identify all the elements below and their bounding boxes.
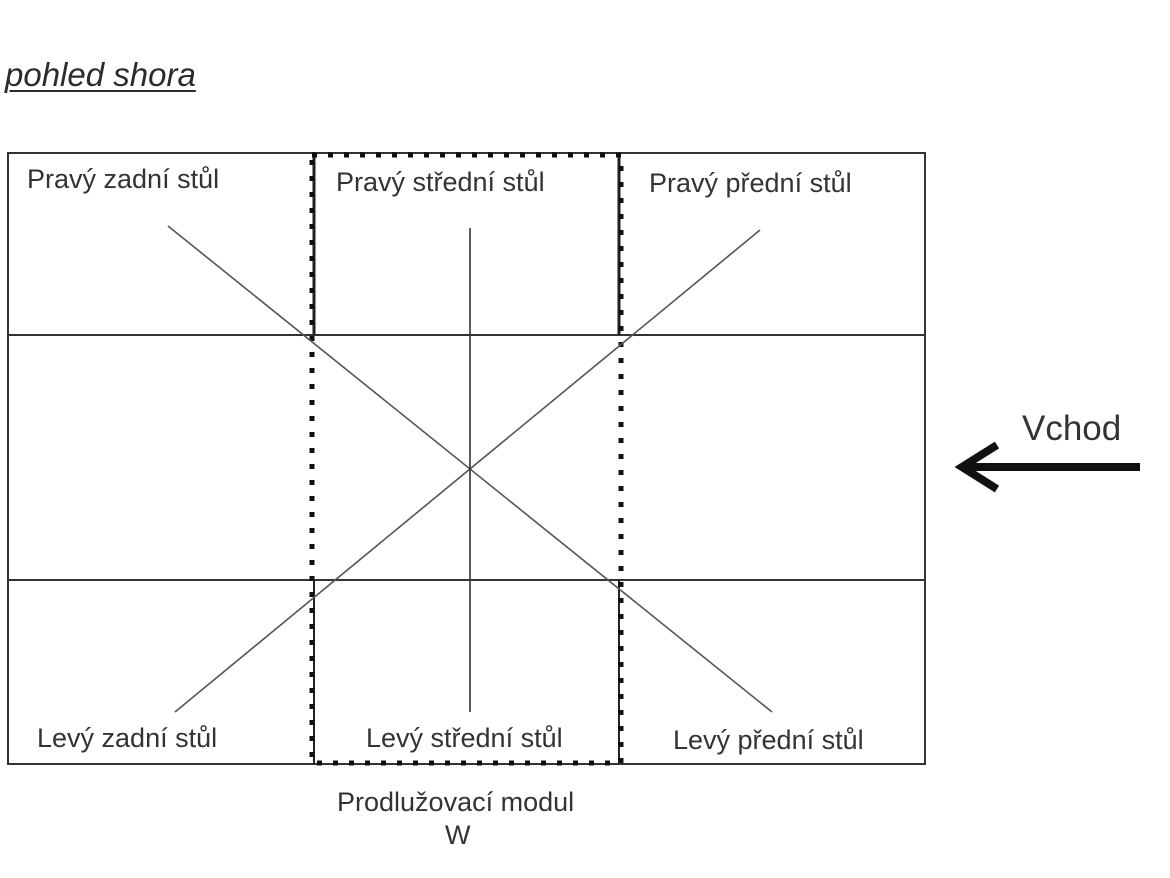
table-outline <box>7 152 926 765</box>
leader-diagonal-2 <box>174 229 761 713</box>
arrow-left-icon <box>954 441 1140 493</box>
label-right-back-table: Pravý zadní stůl <box>27 164 220 194</box>
label-left-back-table: Levý zadní stůl <box>37 723 218 753</box>
label-left-front-table: Levý přední stůl <box>673 725 864 755</box>
entrance-label: Vchod <box>1022 409 1122 448</box>
label-right-front-table: Pravý přední stůl <box>649 168 852 198</box>
extension-module-label: Prodlužovací modul <box>337 787 575 817</box>
label-left-middle-table: Levý střední stůl <box>366 723 563 753</box>
extension-module-code: W <box>445 820 471 850</box>
label-right-middle-table: Pravý střední stůl <box>336 167 545 197</box>
extension-module-outline <box>309 152 624 766</box>
page-title: pohled shora <box>5 56 196 93</box>
